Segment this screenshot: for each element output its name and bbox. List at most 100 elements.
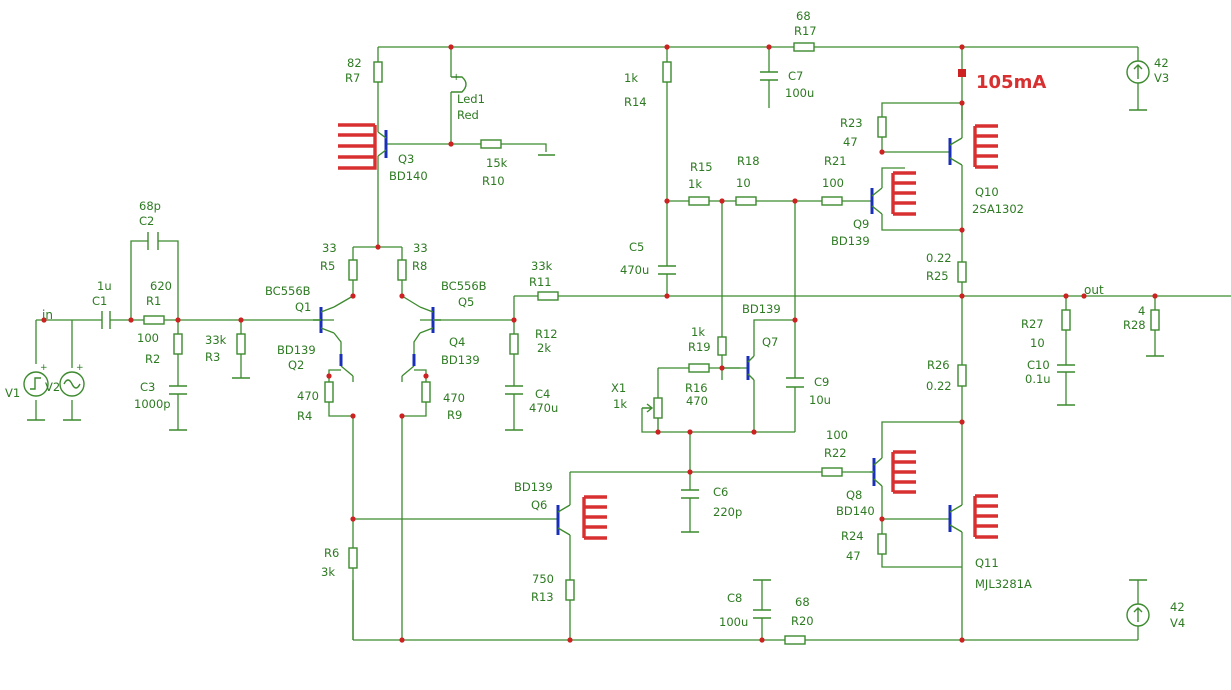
v4-value: 42 (1170, 600, 1185, 614)
c6-name: C6 (713, 485, 728, 499)
capacitor-c4 (505, 385, 523, 395)
r21-value: 100 (822, 176, 844, 190)
r7-name: R7 (345, 71, 360, 85)
resistor-r12 (509, 333, 519, 355)
led1-color: Red (457, 108, 479, 122)
q8-name: Q8 (846, 488, 862, 502)
capacitor-c8 (753, 609, 771, 619)
resistor-r17 (793, 42, 815, 52)
r27-name: R27 (1021, 317, 1044, 331)
v3-name: V3 (1154, 71, 1169, 85)
r17-value: 68 (796, 9, 811, 23)
svg-text:+: + (76, 363, 84, 373)
q9-name: Q9 (853, 217, 869, 231)
v3-value: 42 (1154, 56, 1169, 70)
c9-name: C9 (814, 375, 829, 389)
junction-dots (41, 44, 1158, 643)
heatsink-icon (338, 123, 998, 540)
resistor-r2 (173, 333, 183, 355)
r10-value: 15k (486, 156, 508, 170)
q5-name: Q5 (458, 295, 474, 309)
resistor-r6 (348, 547, 358, 569)
q6-name: Q6 (531, 498, 547, 512)
r11-value: 33k (531, 259, 553, 273)
r20-value: 68 (795, 595, 810, 609)
q6-type: BD139 (514, 480, 553, 494)
r26-value: 0.22 (926, 379, 952, 393)
resistor-r26 (957, 364, 967, 387)
r4-name: R4 (297, 409, 312, 423)
c7-name: C7 (788, 69, 803, 83)
q7-name: Q7 (762, 335, 778, 349)
q11-name: Q11 (975, 556, 999, 570)
q3-type: BD140 (389, 169, 428, 183)
resistor-r14 (662, 61, 672, 83)
r9-value: 470 (443, 391, 465, 405)
r8-value: 33 (413, 241, 428, 255)
resistor-r4 (324, 381, 334, 403)
v1-name: V1 (5, 386, 20, 400)
svg-text:+: + (452, 72, 460, 83)
c3-name: C3 (140, 380, 155, 394)
r17-name: R17 (794, 24, 817, 38)
r13-value: 750 (532, 572, 554, 586)
r18-value: 10 (736, 176, 751, 190)
c10-value: 0.1u (1025, 372, 1051, 386)
c8-name: C8 (727, 591, 742, 605)
r23-name: R23 (840, 116, 863, 130)
led1-icon: + (451, 72, 467, 93)
current-measurement: 105mA (976, 72, 1046, 93)
r6-name: R6 (324, 546, 339, 560)
r19-value: 1k (691, 325, 705, 339)
resistor-r13 (565, 579, 575, 601)
resistors (143, 42, 1160, 645)
ground-icon (27, 109, 1164, 581)
r13-name: R13 (531, 590, 554, 604)
c8-value: 100u (719, 615, 748, 629)
r22-name: R22 (824, 446, 847, 460)
c5-value: 470u (620, 263, 649, 277)
r1-value: 620 (150, 279, 172, 293)
r14-name: R14 (624, 95, 647, 109)
r22-value: 100 (826, 428, 848, 442)
capacitor-c10 (1057, 364, 1075, 373)
r28-name: R28 (1123, 318, 1146, 332)
q4-type: BD139 (441, 353, 480, 367)
q2-type: BD139 (277, 343, 316, 357)
r16-value: 470 (686, 394, 708, 408)
c4-name: C4 (535, 387, 550, 401)
current-probe (958, 69, 966, 77)
r9-name: R9 (447, 408, 462, 422)
r18-name: R18 (737, 154, 760, 168)
x1-name: X1 (611, 381, 626, 395)
r27-value: 10 (1030, 336, 1045, 350)
resistor-r28 (1150, 309, 1160, 331)
resistor-r15 (688, 196, 710, 206)
r16-name: R16 (685, 381, 708, 395)
r12-name: R12 (535, 327, 558, 341)
capacitor-c7 (760, 71, 778, 81)
r2-value: 100 (137, 331, 159, 345)
r24-name: R24 (841, 529, 864, 543)
r20-name: R20 (791, 614, 814, 628)
c7-value: 100u (785, 86, 814, 100)
c9-value: 10u (809, 393, 831, 407)
r5-value: 33 (322, 241, 337, 255)
q2-name: Q2 (288, 358, 304, 372)
r4-value: 470 (297, 389, 319, 403)
q3-name: Q3 (398, 152, 414, 166)
net-in: in (42, 308, 53, 322)
resistor-r1 (143, 315, 165, 325)
c1-value: 1u (97, 279, 112, 293)
r23-value: 47 (843, 135, 858, 149)
resistor-r23 (877, 116, 887, 138)
resistor-r8 (397, 259, 407, 281)
r10-name: R10 (482, 174, 505, 188)
c6-value: 220p (713, 505, 742, 519)
q10-name: Q10 (975, 185, 999, 199)
capacitor-c6 (681, 489, 699, 499)
r21-name: R21 (824, 154, 847, 168)
resistor-r5 (348, 259, 358, 281)
led1-name: Led1 (457, 92, 485, 106)
